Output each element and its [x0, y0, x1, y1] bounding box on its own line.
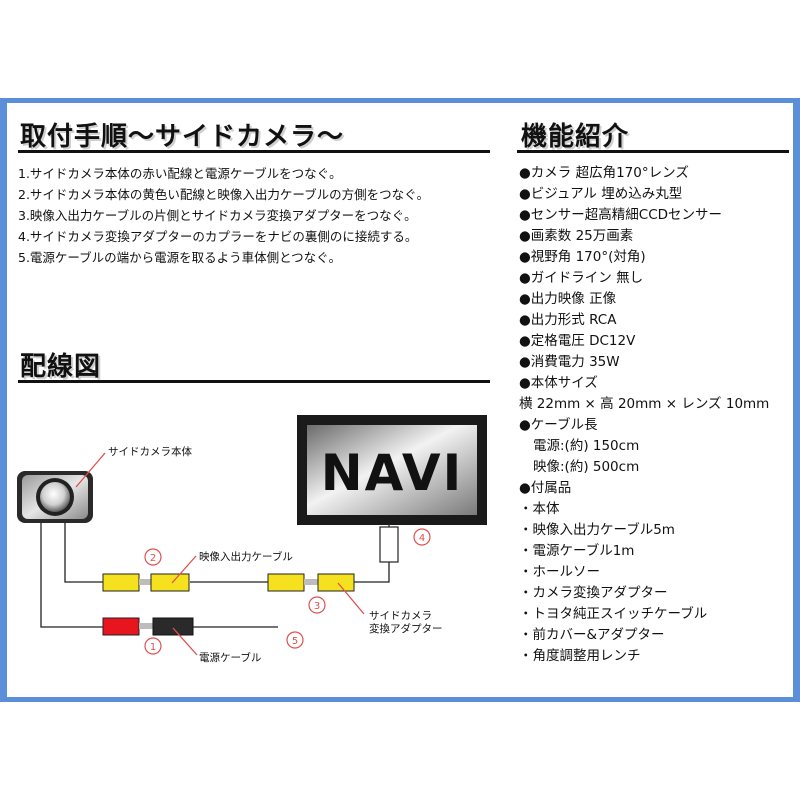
pointer-lines — [75, 452, 365, 656]
feature-item: ・本体 — [519, 501, 560, 517]
feature-item: 映像:(約) 500cm — [533, 459, 640, 475]
pointer-video-cable — [171, 555, 197, 584]
feature-item: ●付属品 — [519, 480, 572, 496]
install-step: 4.サイドカメラ変換アダプターのカプラーをナビの裏側のに接続する。 — [18, 229, 418, 244]
feature-item: ●カメラ 超広角170°レンズ — [519, 165, 689, 181]
navi-screen — [307, 425, 477, 515]
feature-item: ●ガイドライン 無し — [519, 270, 644, 286]
feature-item: ●ケーブル長 — [519, 417, 598, 433]
features-title-underline — [517, 150, 789, 153]
features-list: ●カメラ 超広角170°レンズ ●ビジュアル 埋め込み丸型 ●センサー超高精細C… — [519, 163, 769, 667]
pointer-camera — [75, 452, 106, 488]
feature-item: ●定格電圧 DC12V — [519, 333, 636, 349]
plug-tip — [139, 623, 153, 629]
feature-item: ●センサー超高精細CCDセンサー — [519, 207, 723, 223]
plug-tip — [139, 579, 151, 585]
install-step: 1.サイドカメラ本体の赤い配線と電源ケーブルをつなぐ。 — [18, 166, 342, 181]
install-steps: 1.サイドカメラ本体の赤い配線と電源ケーブルをつなぐ。 2.サイドカメラ本体の黄… — [18, 163, 429, 268]
feature-item: ●画素数 25万画素 — [519, 228, 634, 244]
content-panel — [7, 103, 793, 697]
adapter-label-line2: 変換アダプター — [369, 623, 443, 635]
plug-tip — [304, 579, 318, 585]
adapter-coupler — [379, 526, 399, 563]
feature-item: ●消費電力 35W — [519, 354, 620, 370]
marker-2-label: 2 — [150, 553, 156, 564]
feature-item: ・角度調整用レンチ — [519, 648, 641, 664]
wiring-title: 配線図 — [20, 352, 102, 382]
marker-2 — [144, 548, 162, 566]
navi-label: NAVI — [320, 444, 464, 502]
marker-3-label: 3 — [314, 601, 320, 612]
marker-1 — [144, 637, 162, 655]
feature-item: 横 22mm × 高 20mm × レンズ 10mm — [519, 396, 770, 412]
camera-label: サイドカメラ本体 — [108, 446, 192, 458]
marker-3 — [308, 596, 326, 614]
feature-item: ●本体サイズ — [519, 375, 598, 391]
feature-item: ・トヨタ純正スイッチケーブル — [519, 606, 708, 622]
feature-item: ・前カバー&アダプター — [519, 627, 665, 643]
feature-item: ●ビジュアル 埋め込み丸型 — [519, 186, 683, 202]
yellow-plug-cable-end — [267, 573, 305, 592]
marker-4 — [413, 528, 431, 546]
wiring-title-underline — [18, 380, 490, 383]
marker-5-label: 5 — [292, 636, 298, 647]
feature-item: 電源:(約) 150cm — [533, 438, 640, 454]
pointer-power-cable — [172, 627, 198, 656]
feature-item: ●出力映像 正像 — [519, 291, 617, 307]
yellow-plug-camera — [102, 573, 140, 592]
marker-1-label: 1 — [150, 642, 156, 653]
yellow-plug-cable — [150, 573, 190, 592]
feature-item: ・映像入出力ケーブル5m — [519, 522, 675, 538]
adapter-wire — [354, 562, 390, 583]
marker-4-label: 4 — [419, 533, 425, 544]
feature-item: ●視野角 170°(対角) — [519, 249, 646, 265]
adapter-label: サイドカメラ 変換アダプター — [369, 610, 443, 636]
marker-5 — [286, 631, 304, 649]
install-step: 5.電源ケーブルの端から電源を取るよう車体側とつなぐ。 — [18, 250, 342, 265]
black-plug-power — [152, 617, 194, 636]
markers: 1 2 3 4 5 — [144, 528, 431, 655]
video-cable-label: 映像入出力ケーブル — [199, 551, 293, 563]
install-step: 2.サイドカメラ本体の黄色い配線と映像入出力ケーブルの方側をつなぐ。 — [18, 187, 430, 202]
camera-lens-glass — [40, 482, 70, 512]
features-title: 機能紹介 — [521, 122, 630, 152]
red-plug-camera — [102, 617, 140, 636]
power-wire — [40, 523, 103, 628]
install-title: 取付手順〜サイドカメラ〜 — [20, 122, 345, 152]
power-cable-label: 電源ケーブル — [199, 652, 262, 664]
feature-item: ・電源ケーブル1m — [519, 543, 635, 559]
yellow-plug-adapter — [317, 573, 355, 592]
pointer-adapter — [337, 582, 365, 615]
wires — [40, 523, 390, 628]
install-title-underline — [18, 150, 490, 153]
adapter-label-line1: サイドカメラ — [369, 610, 432, 622]
install-step: 3.映像入出力ケーブルの片側とサイドカメラ変換アダプターをつなぐ。 — [18, 208, 417, 223]
feature-item: ●出力形式 RCA — [519, 312, 617, 328]
feature-item: ・カメラ変換アダプター — [519, 585, 668, 601]
feature-item: ・ホールソー — [519, 564, 600, 580]
video-wire — [64, 523, 103, 583]
